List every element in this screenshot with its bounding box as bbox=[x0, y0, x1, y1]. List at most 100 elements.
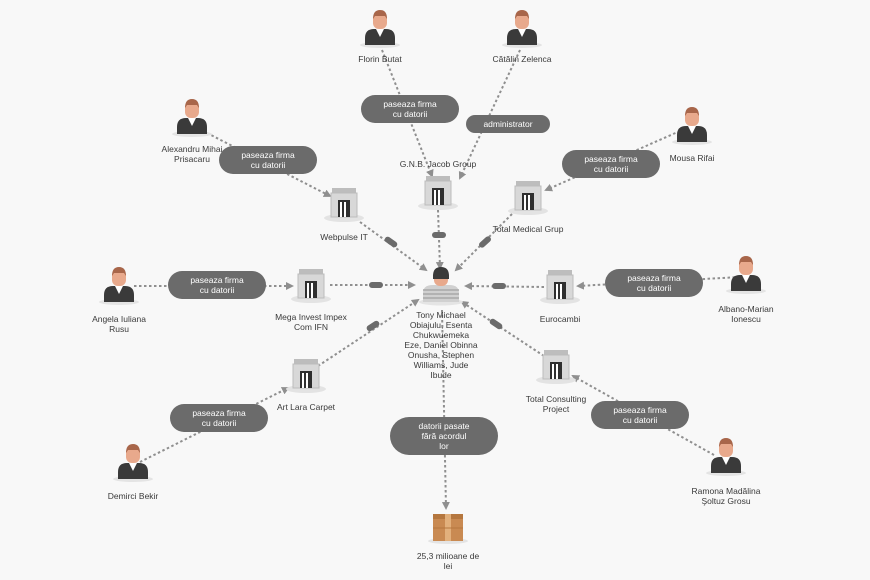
pill-debts-line1: datorii pasate bbox=[418, 421, 469, 431]
connector-eurocambi-center bbox=[464, 282, 545, 291]
link-badge bbox=[492, 283, 506, 289]
pill-mousa: paseaza firma cu datorii bbox=[562, 150, 660, 178]
firm-mega-line2: Com IFN bbox=[294, 322, 328, 332]
building-icon bbox=[508, 181, 548, 215]
link-badge bbox=[369, 282, 383, 288]
pill-catalin-line1: administrator bbox=[483, 119, 532, 129]
person-catalin-line1: Cătălin Zelenca bbox=[492, 54, 551, 64]
connector-gnb-center bbox=[435, 209, 444, 270]
center-line6: Williams, Jude bbox=[414, 360, 469, 370]
person-ramona-line1: Ramona Madălina bbox=[692, 486, 761, 496]
person-albano[interactable]: Albano-Marian Ionescu bbox=[718, 256, 774, 324]
firm-totalcons[interactable]: Total Consulting Project bbox=[526, 350, 587, 414]
person-angela-line1: Angela Iuliana bbox=[92, 314, 146, 324]
person-demirci-line1: Demirci Bekir bbox=[108, 491, 159, 501]
money-line2: lei bbox=[444, 561, 453, 571]
firm-totalcons-line1: Total Consulting bbox=[526, 394, 587, 404]
firm-artlara[interactable]: Art Lara Carpet bbox=[277, 359, 336, 412]
person-alexandru-line1: Alexandru Mihai bbox=[162, 144, 223, 154]
connector-catalin-gnb bbox=[458, 49, 521, 180]
pill-demirci-line1: paseaza firma bbox=[192, 408, 246, 418]
pill-demirci-line2: cu datorii bbox=[202, 418, 237, 428]
person-icon bbox=[706, 438, 746, 476]
firm-eurocambi[interactable]: Eurocambi bbox=[540, 270, 581, 324]
pill-mousa-line1: paseaza firma bbox=[584, 154, 638, 164]
pill-florin-line1: paseaza firma bbox=[383, 99, 437, 109]
firm-mega[interactable]: Mega Invest Impex Com IFN bbox=[275, 269, 348, 332]
person-demirci[interactable]: Demirci Bekir bbox=[108, 444, 159, 501]
pill-debts-line2: fără acordul bbox=[422, 431, 467, 441]
person-alexandru-line2: Prisacaru bbox=[174, 154, 210, 164]
person-albano-line1: Albano-Marian bbox=[718, 304, 774, 314]
person-catalin[interactable]: Cătălin Zelenca bbox=[492, 10, 552, 64]
building-icon bbox=[540, 270, 580, 304]
person-icon bbox=[113, 444, 153, 482]
firm-artlara-line1: Art Lara Carpet bbox=[277, 402, 336, 412]
person-icon bbox=[99, 267, 139, 305]
pill-albano: paseaza firma cu datorii bbox=[605, 269, 703, 297]
building-icon bbox=[291, 269, 331, 303]
person-florin[interactable]: Florin Butat bbox=[358, 10, 402, 64]
link-badges bbox=[366, 232, 506, 332]
firm-totalmed[interactable]: Total Medical Grup bbox=[493, 181, 564, 234]
connector-artlara-center bbox=[317, 298, 420, 367]
person-icon bbox=[726, 256, 766, 294]
connector-mousa-totalmed bbox=[544, 130, 681, 192]
connector-center-money bbox=[441, 309, 450, 510]
pill-albano-line1: paseaza firma bbox=[627, 273, 681, 283]
link-badge bbox=[384, 236, 398, 248]
masked-person-icon bbox=[419, 267, 463, 306]
pill-angela-line2: cu datorii bbox=[200, 285, 235, 295]
pill-ramona: paseaza firma cu datorii bbox=[591, 401, 689, 429]
building-icon bbox=[536, 350, 576, 384]
building-icon bbox=[418, 176, 458, 210]
center-line7: Ibude bbox=[430, 370, 452, 380]
link-badge bbox=[489, 318, 503, 330]
pill-demirci: paseaza firma cu datorii bbox=[170, 404, 268, 432]
link-badge bbox=[479, 236, 491, 248]
firm-gnb[interactable]: G.N.B. Jacob Group bbox=[400, 159, 477, 210]
person-alexandru[interactable]: Alexandru Mihai Prisacaru bbox=[162, 99, 223, 164]
connector-alexandru-webpulse bbox=[206, 132, 332, 197]
firm-gnb-line1: G.N.B. Jacob Group bbox=[400, 159, 477, 169]
connector-totalmed-center bbox=[454, 213, 513, 272]
pill-catalin: administrator bbox=[466, 115, 550, 133]
pill-florin-line2: cu datorii bbox=[393, 109, 428, 119]
pill-ramona-line1: paseaza firma bbox=[613, 405, 667, 415]
pill-alexandru-line1: paseaza firma bbox=[241, 150, 295, 160]
pill-ramona-line2: cu datorii bbox=[623, 415, 658, 425]
center-line1: Tony Michael bbox=[416, 310, 466, 320]
link-badge bbox=[366, 320, 380, 332]
firm-eurocambi-line1: Eurocambi bbox=[540, 314, 581, 324]
connector-totalcons-center bbox=[460, 300, 545, 357]
person-angela[interactable]: Angela Iuliana Rusu bbox=[92, 267, 146, 334]
pill-alexandru-line2: cu datorii bbox=[251, 160, 286, 170]
person-icon bbox=[502, 10, 542, 48]
money-line1: 25,3 milioane de bbox=[417, 551, 480, 561]
pill-albano-line2: cu datorii bbox=[637, 283, 672, 293]
person-albano-line2: Ionescu bbox=[731, 314, 761, 324]
building-icon bbox=[286, 359, 326, 393]
center-hub[interactable]: Tony Michael Obiajulu, Esenta Chukwuemek… bbox=[404, 267, 478, 380]
pill-alexandru: paseaza firma cu datorii bbox=[219, 146, 317, 174]
firm-totalcons-line2: Project bbox=[543, 404, 570, 414]
person-mousa[interactable]: Mousa Rifai bbox=[670, 107, 715, 163]
cardboard-box-icon bbox=[428, 514, 468, 544]
link-badge bbox=[432, 232, 446, 238]
center-line3: Chukwuemeka bbox=[413, 330, 469, 340]
person-angela-line2: Rusu bbox=[109, 324, 129, 334]
center-line5: Onusha, Stephen bbox=[408, 350, 474, 360]
pill-angela: paseaza firma cu datorii bbox=[168, 271, 266, 299]
person-ramona[interactable]: Ramona Madălina Şoltuz Grosu bbox=[692, 438, 761, 506]
person-icon bbox=[360, 10, 400, 48]
firm-webpulse-line1: Webpulse IT bbox=[320, 232, 368, 242]
building-icon bbox=[324, 188, 364, 222]
person-icon bbox=[672, 107, 712, 145]
person-mousa-line1: Mousa Rifai bbox=[670, 153, 715, 163]
pill-mousa-line2: cu datorii bbox=[594, 164, 629, 174]
firm-webpulse[interactable]: Webpulse IT bbox=[320, 188, 368, 242]
money-node[interactable]: 25,3 milioane de lei bbox=[417, 514, 480, 571]
firm-mega-line1: Mega Invest Impex bbox=[275, 312, 348, 322]
pill-debts-line3: lor bbox=[439, 441, 449, 451]
